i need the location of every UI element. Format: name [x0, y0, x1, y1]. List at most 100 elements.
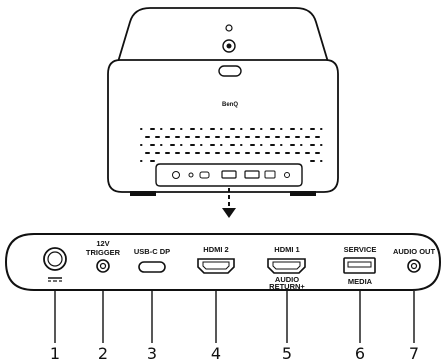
callout-6: 6 [355, 344, 365, 363]
vent-slot [155, 152, 160, 154]
vent-slot [250, 144, 255, 146]
port-sublabel-return: RETURN+ [269, 282, 305, 291]
vent-slot [240, 144, 243, 146]
hdmi-port-icon [197, 258, 235, 274]
vent-slot [145, 136, 150, 138]
vent-slot [295, 152, 300, 154]
zoom-arrow [222, 188, 236, 218]
vent-slot [190, 144, 195, 146]
vent-slot [295, 136, 300, 138]
vent-slot [280, 128, 283, 130]
vent-slot [230, 128, 235, 130]
vent-slot [290, 128, 295, 130]
vent-slot [245, 136, 250, 138]
power-icon [222, 39, 236, 53]
port-label-hdmi-2: HDMI 2 [203, 245, 228, 254]
vent-slot [310, 128, 315, 130]
vent-slot [235, 152, 240, 154]
port-sublabel-audio: AUDIO [275, 275, 299, 284]
vent-slot [300, 144, 303, 146]
vent-slot [195, 152, 200, 154]
vent-slot [315, 152, 320, 154]
vent-slot [140, 144, 143, 146]
callout-3: 3 [147, 344, 157, 363]
port-panel: 12V TRIGGER USB-C DP HDMI 2 HDMI 1 AUDIO… [4, 233, 442, 291]
vent-slot [150, 144, 155, 146]
port-label-usb-c-dp: USB-C DP [134, 247, 170, 256]
callout-2: 2 [98, 344, 108, 363]
vent-slot [310, 160, 315, 162]
vent-slot [140, 128, 143, 130]
sensor-window-icon [218, 65, 242, 77]
vent-slot [140, 160, 143, 162]
vent-slot [205, 152, 210, 154]
vent-slot [230, 144, 235, 146]
mini-port-row [172, 170, 290, 179]
vent-slot [145, 152, 150, 154]
vent-slot [170, 144, 175, 146]
port-sublabel-media: MEDIA [348, 277, 373, 286]
vent-slot [285, 152, 290, 154]
vent-slot [225, 152, 230, 154]
vent-slot [235, 136, 240, 138]
vent-slot [175, 152, 180, 154]
callout-1: 1 [50, 344, 60, 363]
vent-slot [245, 152, 250, 154]
vent-slot [310, 144, 315, 146]
vent-slot [265, 136, 270, 138]
port-label-service: SERVICE [344, 245, 377, 254]
vent-slot [225, 136, 230, 138]
trigger-jack-icon [96, 259, 110, 273]
vent-slot [300, 128, 303, 130]
vent-slot [165, 136, 170, 138]
vent-slot [290, 144, 295, 146]
vent-slot [215, 152, 220, 154]
vent-slot [315, 136, 320, 138]
vent-slot [205, 136, 210, 138]
vent-slot [190, 128, 195, 130]
vent-slot [220, 128, 223, 130]
projector-illustration: BenQ [107, 7, 339, 196]
vent-slot [270, 128, 275, 130]
callout-5: 5 [282, 344, 292, 363]
indicator-icon [225, 24, 233, 32]
vent-slot [150, 160, 155, 162]
vent-slot [165, 152, 170, 154]
vent-slot [320, 144, 323, 146]
vent-slot [180, 128, 183, 130]
vent-slot [320, 160, 323, 162]
vent-slot [255, 136, 260, 138]
dc-power-icon [43, 247, 67, 282]
port-label-trigger: TRIGGER [86, 248, 121, 257]
vent-slot [160, 128, 163, 130]
port-label-12v: 12V [96, 239, 109, 248]
vent-slot [320, 128, 323, 130]
vent-slot [285, 136, 290, 138]
callout-7: 7 [409, 344, 419, 363]
vent-slot [170, 128, 175, 130]
vent-slot [265, 152, 270, 154]
vent-slot [160, 144, 163, 146]
vent-grid [140, 128, 323, 162]
vent-slot [200, 128, 203, 130]
vent-slot [185, 152, 190, 154]
vent-slot [270, 144, 275, 146]
vent-slot [215, 136, 220, 138]
vent-slot [275, 152, 280, 154]
callout-4: 4 [211, 344, 221, 363]
vent-slot [220, 144, 223, 146]
vent-slot [195, 136, 200, 138]
vent-slot [305, 136, 310, 138]
vent-slot [255, 152, 260, 154]
callouts: 1 2 3 4 5 6 7 [50, 291, 419, 363]
vent-slot [280, 144, 283, 146]
vent-slot [210, 144, 215, 146]
usb-c-port-icon [138, 261, 166, 273]
usb-a-port-icon [343, 257, 376, 274]
port-label-hdmi-1: HDMI 1 [274, 245, 299, 254]
brand-logo: BenQ [222, 102, 238, 108]
vent-slot [275, 136, 280, 138]
port-label-audio-out: AUDIO OUT [393, 247, 436, 256]
vent-slot [200, 144, 203, 146]
